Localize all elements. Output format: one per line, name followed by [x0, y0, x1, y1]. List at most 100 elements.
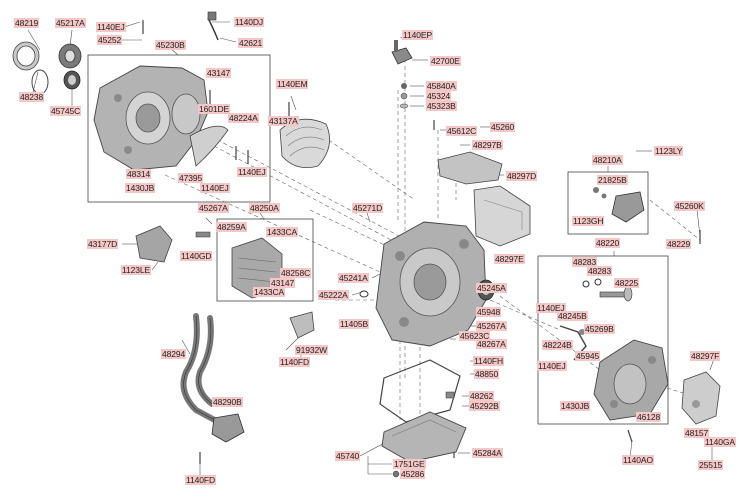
part-label-45267A[interactable]: 45267A: [198, 203, 229, 213]
part-label-21825B[interactable]: 21825B: [597, 175, 628, 185]
part-label-45612C[interactable]: 45612C: [446, 126, 478, 136]
part-label-43137A[interactable]: 43137A: [268, 116, 299, 126]
part-label-1140FD-b[interactable]: 1140FD: [185, 475, 217, 485]
part-label-43177D[interactable]: 43177D: [87, 239, 119, 249]
part-label-45252[interactable]: 45252: [97, 35, 123, 45]
group-boxes: [87, 54, 669, 425]
part-label-91932W[interactable]: 91932W: [295, 345, 329, 355]
part-label-48225[interactable]: 48225: [614, 278, 640, 288]
part-label-1140EJ[interactable]: 1140EJ: [96, 22, 126, 32]
part-label-47395[interactable]: 47395: [178, 173, 204, 183]
part-label-48258C[interactable]: 48258C: [280, 268, 312, 278]
part-label-45269B[interactable]: 45269B: [584, 324, 615, 334]
part-label-45245A[interactable]: 45245A: [476, 283, 507, 293]
part-label-48850[interactable]: 48850: [474, 369, 500, 379]
part-label-48250A[interactable]: 48250A: [249, 203, 280, 213]
part-label-48262[interactable]: 48262: [469, 391, 495, 401]
part-label-48297F[interactable]: 48297F: [690, 351, 721, 361]
part-label-45740[interactable]: 45740: [335, 451, 361, 461]
part-label-48297D[interactable]: 48297D: [506, 171, 538, 181]
part-label-48267A[interactable]: 48267A: [476, 339, 507, 349]
valve-body-48250A: [195, 231, 283, 299]
part-label-48157[interactable]: 48157: [684, 428, 710, 438]
leader-lines: [27, 21, 716, 478]
part-label-1123LE[interactable]: 1123LE: [121, 265, 152, 275]
part-label-48297E[interactable]: 48297E: [494, 254, 525, 264]
part-label-42621[interactable]: 42621: [238, 38, 264, 48]
part-label-45292B[interactable]: 45292B: [469, 401, 500, 411]
part-label-1751GE[interactable]: 1751GE: [393, 459, 426, 469]
part-label-1140EJ-b[interactable]: 1140EJ: [200, 183, 230, 193]
right-cover-box: [537, 255, 669, 425]
seal-45745C: [63, 70, 81, 90]
part-label-45623C[interactable]: 45623C: [459, 331, 491, 341]
part-label-43147-b[interactable]: 43147: [270, 278, 296, 288]
part-label-25515[interactable]: 25515: [698, 460, 724, 470]
o-ring-45222A: [359, 290, 369, 298]
part-label-46128[interactable]: 46128: [636, 412, 662, 422]
part-label-48224A[interactable]: 48224A: [228, 113, 259, 123]
part-label-48245B[interactable]: 48245B: [557, 311, 588, 321]
part-label-42700E[interactable]: 42700E: [430, 56, 461, 66]
part-label-11405B[interactable]: 11405B: [339, 319, 370, 329]
part-label-45260K[interactable]: 45260K: [674, 201, 705, 211]
part-label-1140EJ-c[interactable]: 1140EJ: [237, 167, 267, 177]
shield-plate: [189, 125, 229, 167]
part-label-1140GD[interactable]: 1140GD: [180, 251, 213, 261]
part-label-45945[interactable]: 45945: [575, 351, 601, 361]
part-label-1433CA[interactable]: 1433CA: [266, 227, 299, 237]
part-label-1140EP[interactable]: 1140EP: [402, 30, 434, 40]
hose-48294: [180, 313, 225, 427]
part-label-1430JB[interactable]: 1430JB: [125, 183, 156, 193]
part-label-45745C[interactable]: 45745C: [50, 106, 82, 116]
part-label-1140EM[interactable]: 1140EM: [276, 79, 309, 89]
part-label-48297B[interactable]: 48297B: [472, 140, 503, 150]
part-label-48229[interactable]: 48229: [666, 239, 692, 249]
part-label-1601DE[interactable]: 1601DE: [198, 104, 231, 114]
part-label-48314[interactable]: 48314: [126, 169, 152, 179]
part-label-48220[interactable]: 48220: [595, 238, 621, 248]
part-label-1140EJ-d[interactable]: 1140EJ: [536, 303, 566, 313]
filter-45292B: [445, 391, 455, 399]
part-label-48283-b[interactable]: 48283: [587, 266, 613, 276]
bearing-45217A: [58, 43, 82, 69]
part-label-45267A-b[interactable]: 45267A: [476, 321, 507, 331]
part-label-48210A[interactable]: 48210A: [592, 155, 623, 165]
part-label-45222A[interactable]: 45222A: [318, 290, 349, 300]
part-label-1430JB-b[interactable]: 1430JB: [560, 401, 591, 411]
part-label-45840A[interactable]: 45840A: [426, 81, 457, 91]
part-label-1123GH[interactable]: 1123GH: [572, 216, 605, 226]
part-label-1140AO[interactable]: 1140AO: [622, 455, 654, 465]
part-label-48238[interactable]: 48238: [19, 92, 45, 102]
part-label-45948[interactable]: 45948: [476, 307, 502, 317]
part-label-48283-a[interactable]: 48283: [572, 257, 598, 267]
part-label-48219[interactable]: 48219: [14, 18, 40, 28]
part-label-45286[interactable]: 45286: [400, 469, 426, 479]
part-label-48294[interactable]: 48294: [161, 349, 187, 359]
part-label-45260[interactable]: 45260: [490, 122, 516, 132]
part-label-45323B[interactable]: 45323B: [426, 101, 457, 111]
part-label-1140DJ[interactable]: 1140DJ: [234, 17, 265, 27]
part-label-1140EJ-e[interactable]: 1140EJ: [537, 361, 567, 371]
part-label-45271D[interactable]: 45271D: [352, 203, 384, 213]
part-label-45324[interactable]: 45324: [426, 91, 452, 101]
part-label-48290B[interactable]: 48290B: [212, 397, 243, 407]
part-label-1140GA[interactable]: 1140GA: [704, 437, 736, 447]
cooler-48290B: [211, 413, 245, 443]
cover-43137A: [279, 118, 330, 169]
part-label-45284A[interactable]: 45284A: [472, 448, 503, 458]
part-label-1433CA-b[interactable]: 1433CA: [253, 287, 286, 297]
rings-48283: [582, 278, 602, 288]
transmission-case: [375, 221, 487, 347]
part-label-1123LY[interactable]: 1123LY: [654, 146, 684, 156]
part-label-48259A[interactable]: 48259A: [216, 222, 247, 232]
part-label-45217A[interactable]: 45217A: [55, 18, 86, 28]
part-label-45241A[interactable]: 45241A: [338, 273, 369, 283]
part-label-1140FD[interactable]: 1140FD: [279, 357, 311, 367]
oil-pan-45740: [381, 411, 467, 463]
part-label-1140FH[interactable]: 1140FH: [473, 356, 505, 366]
part-label-45230B[interactable]: 45230B: [155, 40, 186, 50]
part-label-48224B[interactable]: 48224B: [542, 340, 573, 350]
part-label-43147[interactable]: 43147: [206, 68, 232, 78]
